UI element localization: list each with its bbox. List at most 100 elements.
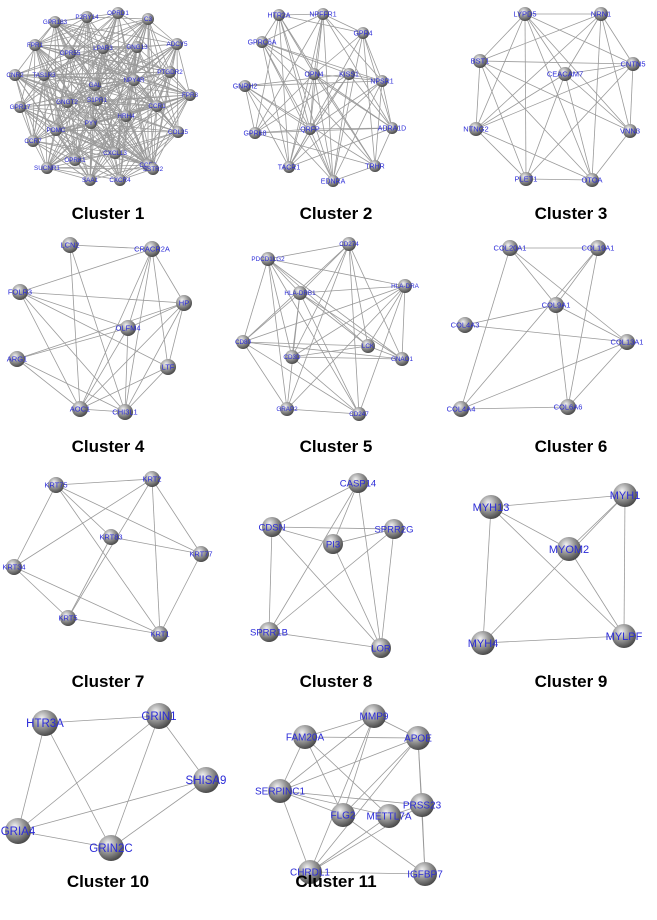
node-gnao1[interactable]: GNAO1	[391, 352, 414, 366]
node-cntn5[interactable]: CNTN5	[620, 57, 646, 71]
node-plet1[interactable]: PLET1	[515, 172, 538, 186]
node-krt77[interactable]: KRT77	[189, 546, 213, 562]
node-myh4[interactable]: MYH4	[468, 631, 499, 655]
node-cracr2a[interactable]: CRACR2A	[134, 241, 170, 257]
node-col4a4[interactable]: COL4A4	[447, 401, 476, 417]
node-ptgdr2[interactable]: PTGDR2	[157, 66, 183, 78]
node-grin2c[interactable]: GRIN2C	[89, 835, 133, 861]
node-fpr1[interactable]: FPR1	[27, 39, 44, 51]
node-col25[interactable]: COL25	[168, 126, 188, 138]
node-arg1[interactable]: ARG1	[7, 351, 27, 367]
node-apoe[interactable]: APOE	[404, 726, 432, 750]
node-adra1d[interactable]: ADRA1D	[378, 122, 406, 134]
node-p2ry14[interactable]: P2RY14	[75, 11, 99, 23]
node-krt1[interactable]: KRT1	[150, 626, 170, 642]
node-gngt2[interactable]: GNGT2	[56, 96, 78, 108]
node-col19a1[interactable]: COL19A1	[582, 240, 615, 256]
node-gal[interactable]: GAL	[89, 79, 102, 91]
node-gria4[interactable]: GRIA4	[1, 818, 36, 844]
node-flg2[interactable]: FLG2	[330, 803, 356, 827]
node-cd3d[interactable]: CD3D	[283, 350, 301, 364]
node-igfbp7[interactable]: IGFBP7	[407, 862, 443, 886]
node-lck[interactable]: LCK	[361, 339, 375, 353]
node-gng13[interactable]: GNG13	[126, 41, 148, 53]
node-ednra[interactable]: EDNRA	[321, 175, 346, 187]
node-pomc[interactable]: POMC	[47, 124, 66, 136]
node-pyy[interactable]: PYY	[85, 117, 98, 129]
node-fam20a[interactable]: FAM20A	[286, 725, 325, 749]
node-qrfp[interactable]: QRFP	[300, 123, 320, 135]
node-ceacam7[interactable]: CEACAM7	[547, 67, 583, 81]
node-otoa[interactable]: OTOA	[581, 173, 603, 187]
node-oprd1[interactable]: OPRD1	[107, 7, 129, 19]
node-cxcl13[interactable]: CXCL13	[103, 147, 127, 159]
node-casp14[interactable]: CASP14	[340, 473, 376, 493]
node-sprr2g[interactable]: SPRR2G	[374, 519, 414, 539]
node-gpr17[interactable]: GPR17	[10, 101, 31, 113]
node-lypd5[interactable]: LYPD5	[513, 7, 537, 21]
node-tacr1[interactable]: TACR1	[278, 161, 301, 173]
node-ccr1[interactable]: CCR1	[148, 100, 166, 112]
node-htr2a[interactable]: HTR2A	[268, 9, 291, 21]
node-cdsn[interactable]: CDSN	[259, 517, 286, 537]
node-htr3a[interactable]: HTR3A	[26, 710, 64, 736]
node-gpr68[interactable]: GPR68	[244, 127, 267, 139]
node-cd274[interactable]: CD274	[339, 237, 359, 251]
node-shisa9[interactable]: SHISA9	[186, 767, 227, 793]
node-krt5[interactable]: KRT5	[58, 610, 78, 626]
node-gnrh2[interactable]: GNRH2	[233, 80, 258, 92]
node-olfm4[interactable]: OLFM4	[115, 320, 141, 336]
node-myh13[interactable]: MYH13	[473, 495, 510, 519]
node-oprk1[interactable]: OPRK1	[64, 154, 86, 166]
node-grin1[interactable]: GRIN1	[141, 703, 177, 729]
node-mmp9[interactable]: MMP9	[360, 704, 389, 728]
node-aoc1[interactable]: AOC1	[70, 401, 90, 417]
node-ltf[interactable]: LTF	[160, 359, 176, 375]
node-krt34[interactable]: KRT34	[2, 559, 26, 575]
node-s1pr1[interactable]: S1PR1	[87, 94, 107, 106]
node-vnn3[interactable]: VNN3	[620, 124, 640, 138]
node-saa1[interactable]: SAA1	[82, 174, 99, 186]
node-myh1[interactable]: MYH1	[610, 483, 641, 507]
node-npffr1[interactable]: NPFFR1	[309, 8, 337, 20]
node-lpar3[interactable]: LPAR3	[93, 42, 113, 54]
node-serpinc1[interactable]: SERPINC1	[255, 779, 305, 803]
node-myom2[interactable]: MYOM2	[549, 537, 589, 561]
node-npsr1[interactable]: NPSR1	[370, 75, 394, 87]
node-cd80[interactable]: CD80	[235, 335, 252, 349]
node-gpr183[interactable]: GPR183	[43, 16, 68, 28]
node-col4a3[interactable]: COL4A3	[451, 317, 480, 333]
node-trhr[interactable]: TRHR	[365, 160, 385, 172]
node-krt83[interactable]: KRT83	[99, 529, 123, 545]
node-hla-dra[interactable]: HLA-DRA	[391, 279, 420, 293]
node-cxcr4[interactable]: CXCR4	[109, 174, 131, 186]
node-cnr2[interactable]: CNR2	[6, 69, 24, 81]
node-fpr3[interactable]: FPR3	[182, 89, 199, 101]
node-c3[interactable]: C3	[142, 13, 154, 25]
node-lor[interactable]: LOR	[371, 638, 391, 658]
node-folr3[interactable]: FOLR3	[8, 284, 32, 300]
node-chrdl1[interactable]: CHRDL1	[290, 860, 330, 884]
node-chi3l1[interactable]: CHI3L1	[112, 404, 138, 420]
node-mylpf[interactable]: MYLPF	[606, 624, 643, 648]
node-gpr55[interactable]: GPR55	[60, 47, 81, 59]
node-cd247[interactable]: CD247	[349, 407, 369, 421]
node-sstr2[interactable]: SSTR2	[143, 163, 164, 175]
node-hrh4[interactable]: HRH4	[117, 110, 135, 122]
node-col9a1[interactable]: COL9A1	[542, 297, 571, 313]
node-col13a1[interactable]: COL13A1	[611, 334, 644, 350]
node-krt75[interactable]: KRT75	[44, 477, 68, 493]
node-sucnr1[interactable]: SUCNR1	[34, 162, 60, 174]
node-grap2[interactable]: GRAP2	[276, 402, 298, 416]
node-adcy5[interactable]: ADCY5	[167, 38, 188, 50]
node-gpr4[interactable]: GPR4	[353, 27, 373, 39]
node-hp[interactable]: HP	[176, 295, 192, 311]
node-ccr7[interactable]: CCR7	[24, 135, 42, 147]
node-krt2[interactable]: KRT2	[142, 471, 162, 487]
node-col6a6[interactable]: COL6A6	[554, 399, 583, 415]
node-lcn2[interactable]: LCN2	[60, 237, 80, 253]
node-col20a1[interactable]: COL20A1	[494, 240, 527, 256]
node-pi3[interactable]: PI3	[323, 534, 343, 554]
node-sprr1b[interactable]: SPRR1B	[250, 622, 288, 642]
node-bst1[interactable]: BST1	[471, 54, 490, 68]
